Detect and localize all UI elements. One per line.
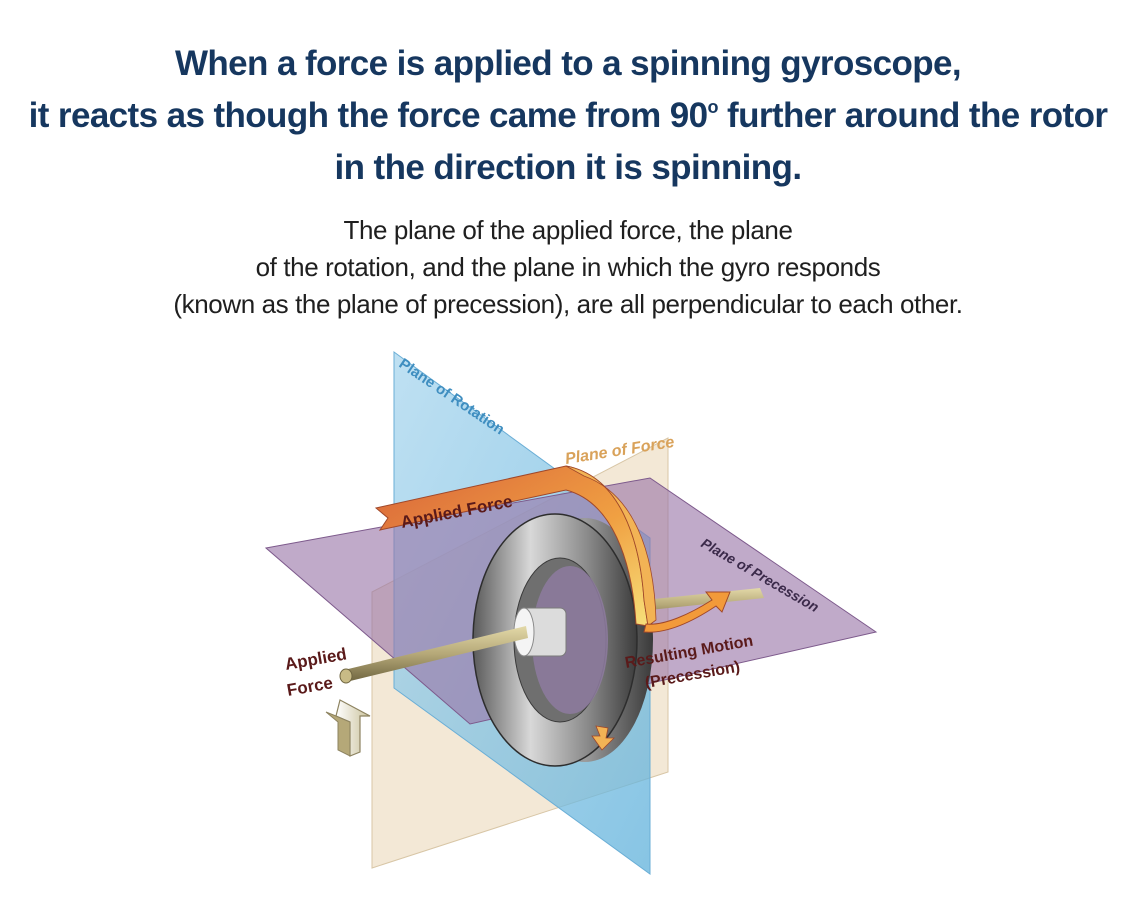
spin-direction-arrow	[591, 725, 615, 751]
subtext-line-2: of the rotation, and the plane in which …	[255, 252, 881, 282]
applied-force-up-arrow-side	[325, 711, 351, 757]
applied-force-left-label-line-2: Force	[285, 673, 334, 700]
headline: When a force is applied to a spinning gy…	[0, 38, 1136, 194]
subtext-line-3: (known as the plane of precession), are …	[173, 289, 963, 319]
rotor-hole-inner	[532, 566, 608, 714]
degree-superscript: o	[707, 97, 719, 117]
axle-front	[344, 626, 528, 682]
headline-line-1: When a force is applied to a spinning gy…	[174, 44, 962, 83]
subtext-line-1: The plane of the applied force, the plan…	[343, 215, 793, 245]
resulting-motion-arrow	[643, 591, 731, 633]
applied-force-left-label-line-1: Applied	[283, 644, 348, 674]
subtext: The plane of the applied force, the plan…	[0, 212, 1136, 323]
headline-line-2-prefix: it reacts as though the force came from …	[28, 96, 709, 135]
applied-force-arrow-underside	[565, 465, 657, 627]
axle-end	[339, 668, 353, 684]
headline-line-3: in the direction it is spinning.	[334, 148, 803, 187]
headline-line-2: it reacts as though the force came from …	[0, 90, 1136, 142]
headline-line-2-suffix: further around the rotor	[717, 96, 1108, 135]
gyroscope-diagram: Plane of Rotation Plane of Force Plane o…	[264, 351, 878, 875]
